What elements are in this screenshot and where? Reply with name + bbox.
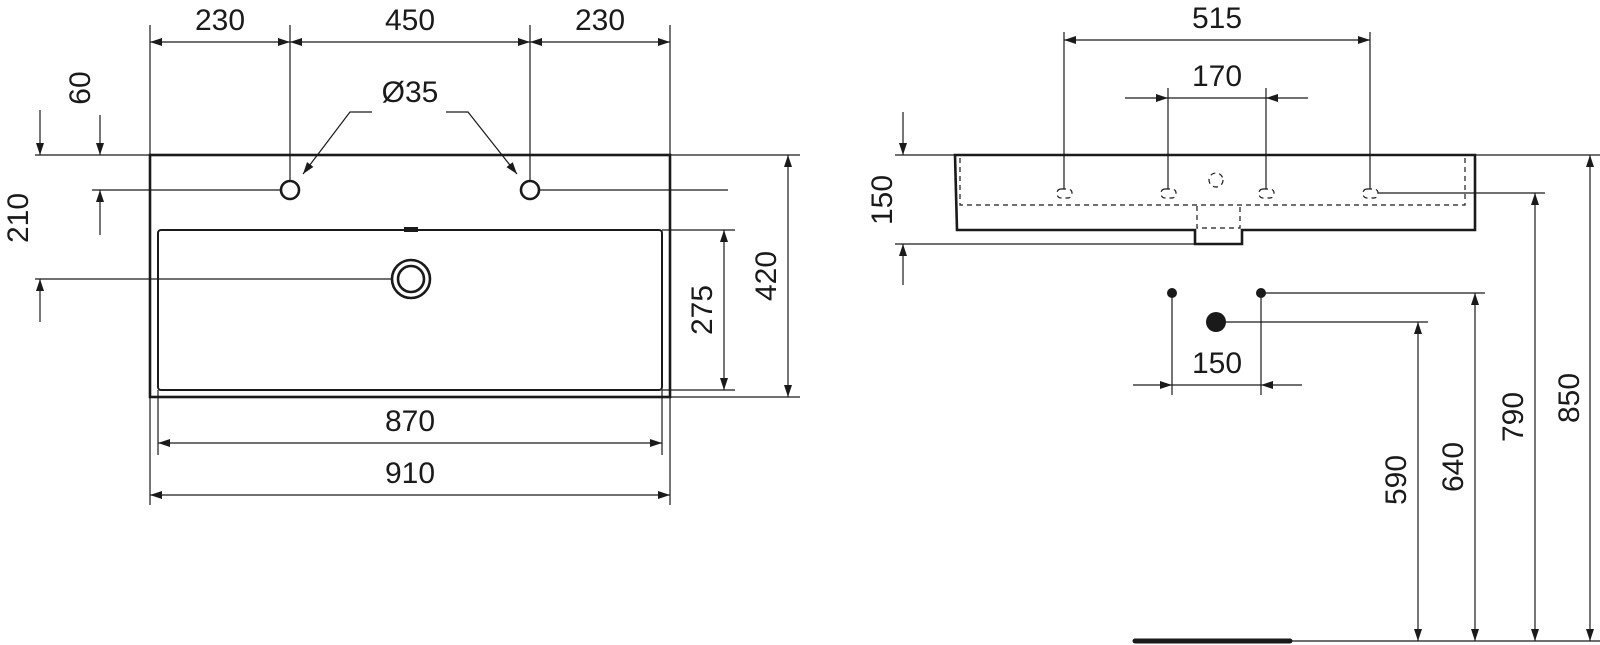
dim-supply-spacing: 150 xyxy=(1192,347,1242,380)
top-view: 230 450 230 Ø35 60 210 275 420 870 910 xyxy=(2,4,800,505)
dim-overall-width: 910 xyxy=(385,457,435,490)
fixing-hole-3 xyxy=(1258,188,1275,199)
bowl-hidden-line xyxy=(959,158,1466,206)
supply-point-left xyxy=(1167,288,1177,298)
dim-basin-height: 150 xyxy=(866,175,899,225)
dim-drain-offset: 210 xyxy=(2,193,35,243)
supply-point-right xyxy=(1256,288,1266,298)
fixing-hole-2 xyxy=(1160,188,1177,199)
basin-outline xyxy=(148,153,672,399)
dim-tap-hole-diameter: Ø35 xyxy=(382,76,439,109)
dim-fixing-height: 790 xyxy=(1497,392,1530,442)
drain-point xyxy=(1206,312,1226,332)
fixing-hole-4 xyxy=(1362,188,1379,199)
dim-tap-spacing-middle: 450 xyxy=(385,4,435,37)
waste-hidden-line xyxy=(1196,206,1241,229)
dim-supply-height: 640 xyxy=(1437,442,1470,492)
tap-hole-right xyxy=(519,179,541,201)
dim-rim-height: 850 xyxy=(1553,373,1586,423)
basin-front-outline xyxy=(953,153,1477,246)
overflow-slot xyxy=(404,227,418,232)
dim-tap-hole-offset: 60 xyxy=(64,71,97,104)
dim-fixing-spacing-outer: 515 xyxy=(1192,2,1242,35)
dim-overall-depth: 420 xyxy=(750,251,783,301)
tap-hole-left xyxy=(279,179,301,201)
fixing-hole-1 xyxy=(1056,188,1073,199)
dim-drain-height: 590 xyxy=(1380,455,1413,505)
overflow-hidden xyxy=(1208,172,1224,188)
bowl-outline xyxy=(157,229,663,391)
dim-tap-spacing-left: 230 xyxy=(195,4,245,37)
front-view: 515 170 150 150 590 640 790 850 xyxy=(866,2,1600,644)
drain-inner xyxy=(396,264,426,294)
dim-fixing-spacing-inner: 170 xyxy=(1192,60,1242,93)
dim-tap-spacing-right: 230 xyxy=(575,4,625,37)
dim-bowl-depth: 275 xyxy=(686,285,719,335)
dim-bowl-width: 870 xyxy=(385,405,435,438)
